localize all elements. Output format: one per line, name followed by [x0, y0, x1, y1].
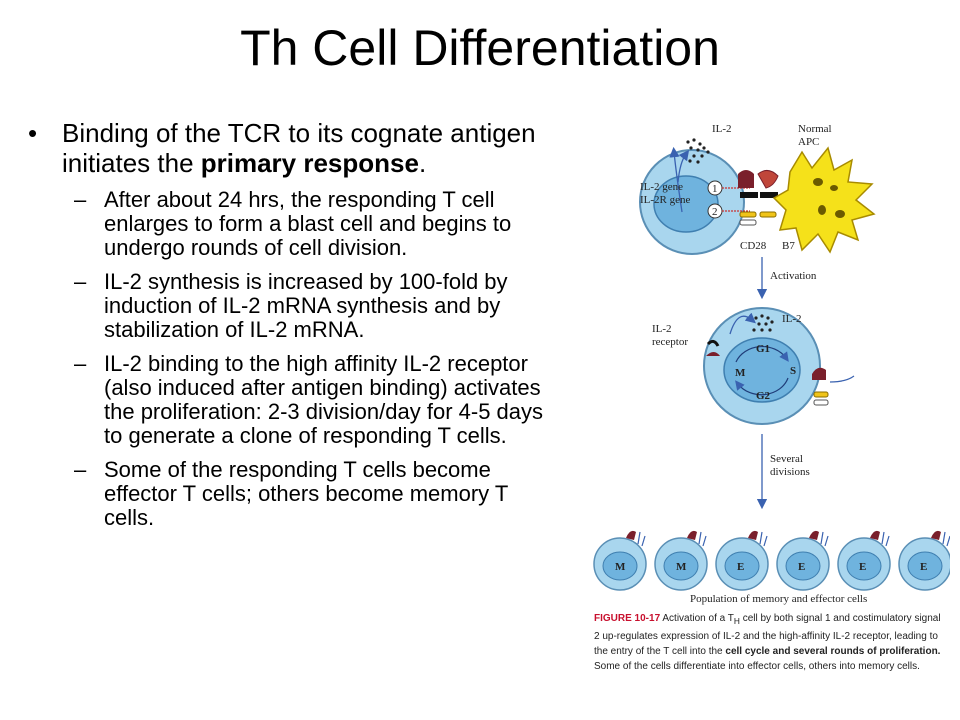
population-cell-label: E [798, 561, 805, 573]
normal-apc-label-2: APC [798, 136, 819, 148]
main-bullet-bold: primary response [200, 148, 419, 178]
cd28-label: CD28 [740, 240, 767, 252]
cd28-b7-pair [739, 211, 777, 226]
main-bullet-text: Binding of the TCR to its cognate antige… [62, 118, 536, 178]
b7-label: B7 [782, 240, 795, 252]
population-cell-6: E [898, 530, 950, 591]
bullet-dot: • [28, 118, 38, 148]
dash-marker: – [74, 351, 87, 376]
several-divisions-label-2: divisions [770, 466, 810, 478]
population-cell-label: M [676, 561, 687, 573]
subpoint-3: –IL-2 binding to the high affinity IL-2 … [28, 352, 563, 448]
population-cell-5: E [837, 530, 891, 591]
subpoint-2-text: IL-2 synthesis is increased by 100-fold … [104, 269, 508, 342]
il2-mid-label: IL-2 [782, 313, 802, 325]
subpoint-1: –After about 24 hrs, the responding T ce… [28, 188, 563, 260]
population-cell-label: E [737, 561, 744, 573]
s-label: S [790, 365, 796, 377]
subpoint-4-text: Some of the responding T cells become ef… [104, 457, 508, 530]
m-label: M [735, 367, 746, 379]
th-activation-figure: 1 2 IL-2 Normal APC IL-2 gene IL-2R gene… [593, 123, 950, 605]
dash-marker: – [74, 269, 87, 294]
slide-body: • Binding of the TCR to its cognate anti… [28, 118, 563, 530]
signal-2-label: 2 [712, 206, 718, 218]
main-bullet-end: . [418, 148, 427, 178]
subpoint-2: –IL-2 synthesis is increased by 100-fold… [28, 270, 563, 342]
subpoint-3-text: IL-2 binding to the high affinity IL-2 r… [104, 351, 544, 448]
subpoint-1-text: After about 24 hrs, the responding T cel… [104, 187, 512, 260]
secretion-arrow [677, 149, 690, 183]
caption-bold: cell cycle and several rounds of prolife… [725, 646, 941, 657]
receptor-arrow [669, 146, 683, 213]
population-cell-label: E [859, 561, 866, 573]
activation-label: Activation [770, 270, 817, 282]
dash-marker: – [74, 187, 87, 212]
figure-caption: FIGURE 10-17 Activation of a TH cell by … [594, 611, 946, 674]
population-cell-2: M [654, 530, 708, 591]
subpoint-4: –Some of the responding T cells become e… [28, 458, 563, 530]
population-cell-label: M [615, 561, 626, 573]
caption-text-2: cell by both signal 1 and costimulatory … [594, 613, 941, 657]
normal-apc-label-1: Normal [798, 123, 832, 135]
il2-receptor-label-1: IL-2 [652, 323, 672, 335]
tcr-mhc-complex [738, 170, 779, 198]
cycling-t-cell [703, 307, 821, 425]
population-cell-3: E [715, 530, 769, 591]
several-divisions-label-1: Several [770, 453, 803, 465]
population-label: Population of memory and effector cells [690, 593, 867, 605]
slide-title: Th Cell Differentiation [240, 20, 720, 76]
mid-cell-receptors [812, 367, 855, 406]
normal-apc-cell [772, 146, 876, 254]
caption-text-3: Some of the cells differentiate into eff… [594, 661, 920, 672]
il2r-gene-label: IL-2R gene [640, 194, 691, 206]
il2-receptor-label-2: receptor [652, 336, 688, 348]
autocrine-arrow [729, 312, 756, 335]
main-bullet: • Binding of the TCR to its cognate anti… [28, 118, 563, 178]
caption-text-1: Activation of a T [662, 613, 734, 624]
il2-top-label: IL-2 [712, 123, 732, 135]
il2-receptor-marker [706, 339, 720, 356]
caption-subscript: H [733, 616, 740, 626]
g2-label: G2 [756, 390, 771, 402]
population-cell-1: M [593, 530, 647, 591]
g1-label: G1 [756, 343, 770, 355]
dash-marker: – [74, 457, 87, 482]
population-cell-4: E [776, 530, 830, 591]
apc-organelles [813, 178, 845, 218]
population-cell-label: E [920, 561, 927, 573]
signal-1-label: 1 [712, 183, 718, 195]
caption-head: FIGURE 10-17 [594, 613, 661, 624]
il2-gene-label: IL-2 gene [640, 181, 683, 193]
activated-t-cell [639, 149, 745, 255]
